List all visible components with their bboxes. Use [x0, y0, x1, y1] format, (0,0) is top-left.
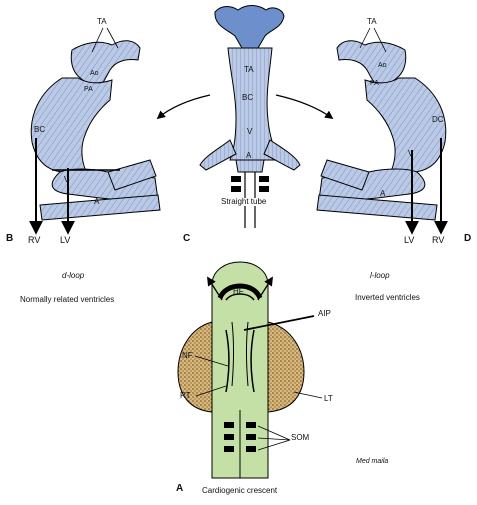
label-d-loop: d-loop: [62, 271, 85, 280]
label-ao-left: Ao: [90, 70, 99, 77]
label-l-loop: l-loop: [370, 271, 390, 280]
label-ao-right: Ao: [378, 62, 387, 69]
label-v-center: V: [247, 127, 253, 136]
label-inverted: Inverted ventricles: [355, 293, 420, 302]
label-som: SOM: [291, 433, 310, 442]
label-ta-right: TA: [367, 17, 377, 26]
cardiogenic-crescent-drawing: [177, 261, 323, 479]
label-med-maila: Med maila: [356, 458, 389, 465]
label-v-right: V: [408, 149, 414, 158]
label-a-left: A: [94, 197, 100, 206]
label-rv-left: RV: [28, 235, 41, 245]
label-a-right: A: [380, 189, 386, 198]
label-bc-left: BC: [34, 125, 46, 134]
label-pa-right: PA: [370, 80, 379, 87]
straight-tube-drawing: [156, 5, 334, 228]
label-a-center: A: [246, 151, 252, 160]
d-loop-heart-drawing: [29, 27, 161, 235]
panel-label-a: A: [176, 483, 184, 494]
label-lv-left: LV: [60, 235, 71, 245]
label-lt: LT: [324, 394, 333, 403]
label-pa-left: PA: [84, 86, 93, 93]
label-normally-related: Normally related ventricles: [20, 295, 115, 304]
label-rv-right: RV: [432, 235, 445, 245]
label-cardiogenic-crescent: Cardiogenic crescent: [202, 486, 278, 495]
panel-label-b: B: [6, 233, 14, 244]
label-nf: NF: [182, 351, 193, 360]
label-rt: RT: [180, 391, 191, 400]
label-aip: AIP: [318, 309, 331, 318]
label-v-left: V: [64, 175, 70, 184]
label-ta-left: TA: [97, 17, 107, 26]
panel-label-c: C: [183, 233, 191, 244]
label-dc-right: DC: [432, 115, 444, 124]
label-bc-center: BC: [242, 93, 254, 102]
label-lv-right: LV: [404, 235, 415, 245]
l-loop-heart-drawing: [316, 27, 448, 235]
label-ta-center: TA: [244, 65, 254, 74]
panel-label-d: D: [464, 233, 472, 244]
label-hf: HF: [233, 287, 244, 296]
label-straight-tube: Straight tube: [221, 197, 267, 206]
